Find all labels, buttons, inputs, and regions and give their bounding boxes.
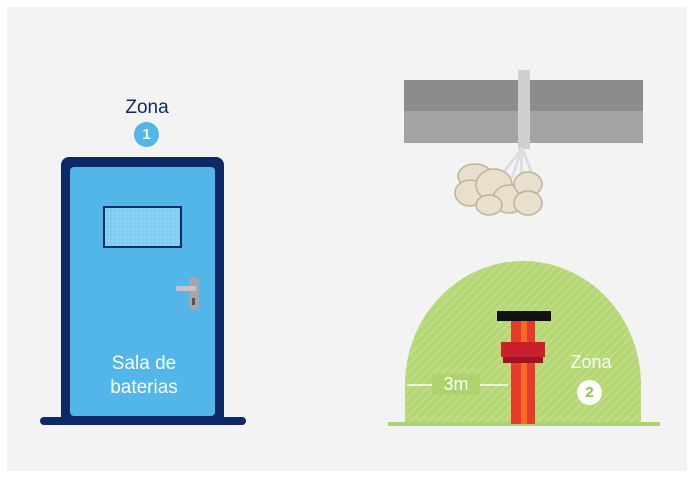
- door-handle-plate: [189, 277, 199, 310]
- vent-cap: [497, 311, 551, 321]
- vent-collar: [501, 342, 545, 357]
- overhead-pipe: [404, 70, 643, 216]
- vent-stack-icon: [497, 311, 551, 424]
- keyhole: [192, 298, 195, 305]
- vent-pipe-highlight: [521, 321, 527, 424]
- door-caption: Sala de baterias: [70, 352, 218, 400]
- distance-label: 3m: [432, 374, 480, 395]
- door-caption-line1: Sala de: [111, 353, 177, 374]
- zone1-label: Zona: [125, 97, 169, 118]
- door-window: [103, 206, 182, 248]
- zone1-badge: 1: [134, 122, 159, 147]
- vent-collar-lower: [503, 357, 543, 363]
- pipe-clamp: [518, 70, 530, 149]
- zone2-badge: 2: [577, 380, 602, 405]
- door-floor: [40, 417, 246, 425]
- door-handle: [176, 286, 196, 291]
- battery-room-door: [40, 157, 246, 425]
- door-caption-line2: baterias: [110, 377, 178, 398]
- smoke-cloud-icon: [454, 147, 543, 216]
- zone2-label: Zona: [570, 352, 612, 372]
